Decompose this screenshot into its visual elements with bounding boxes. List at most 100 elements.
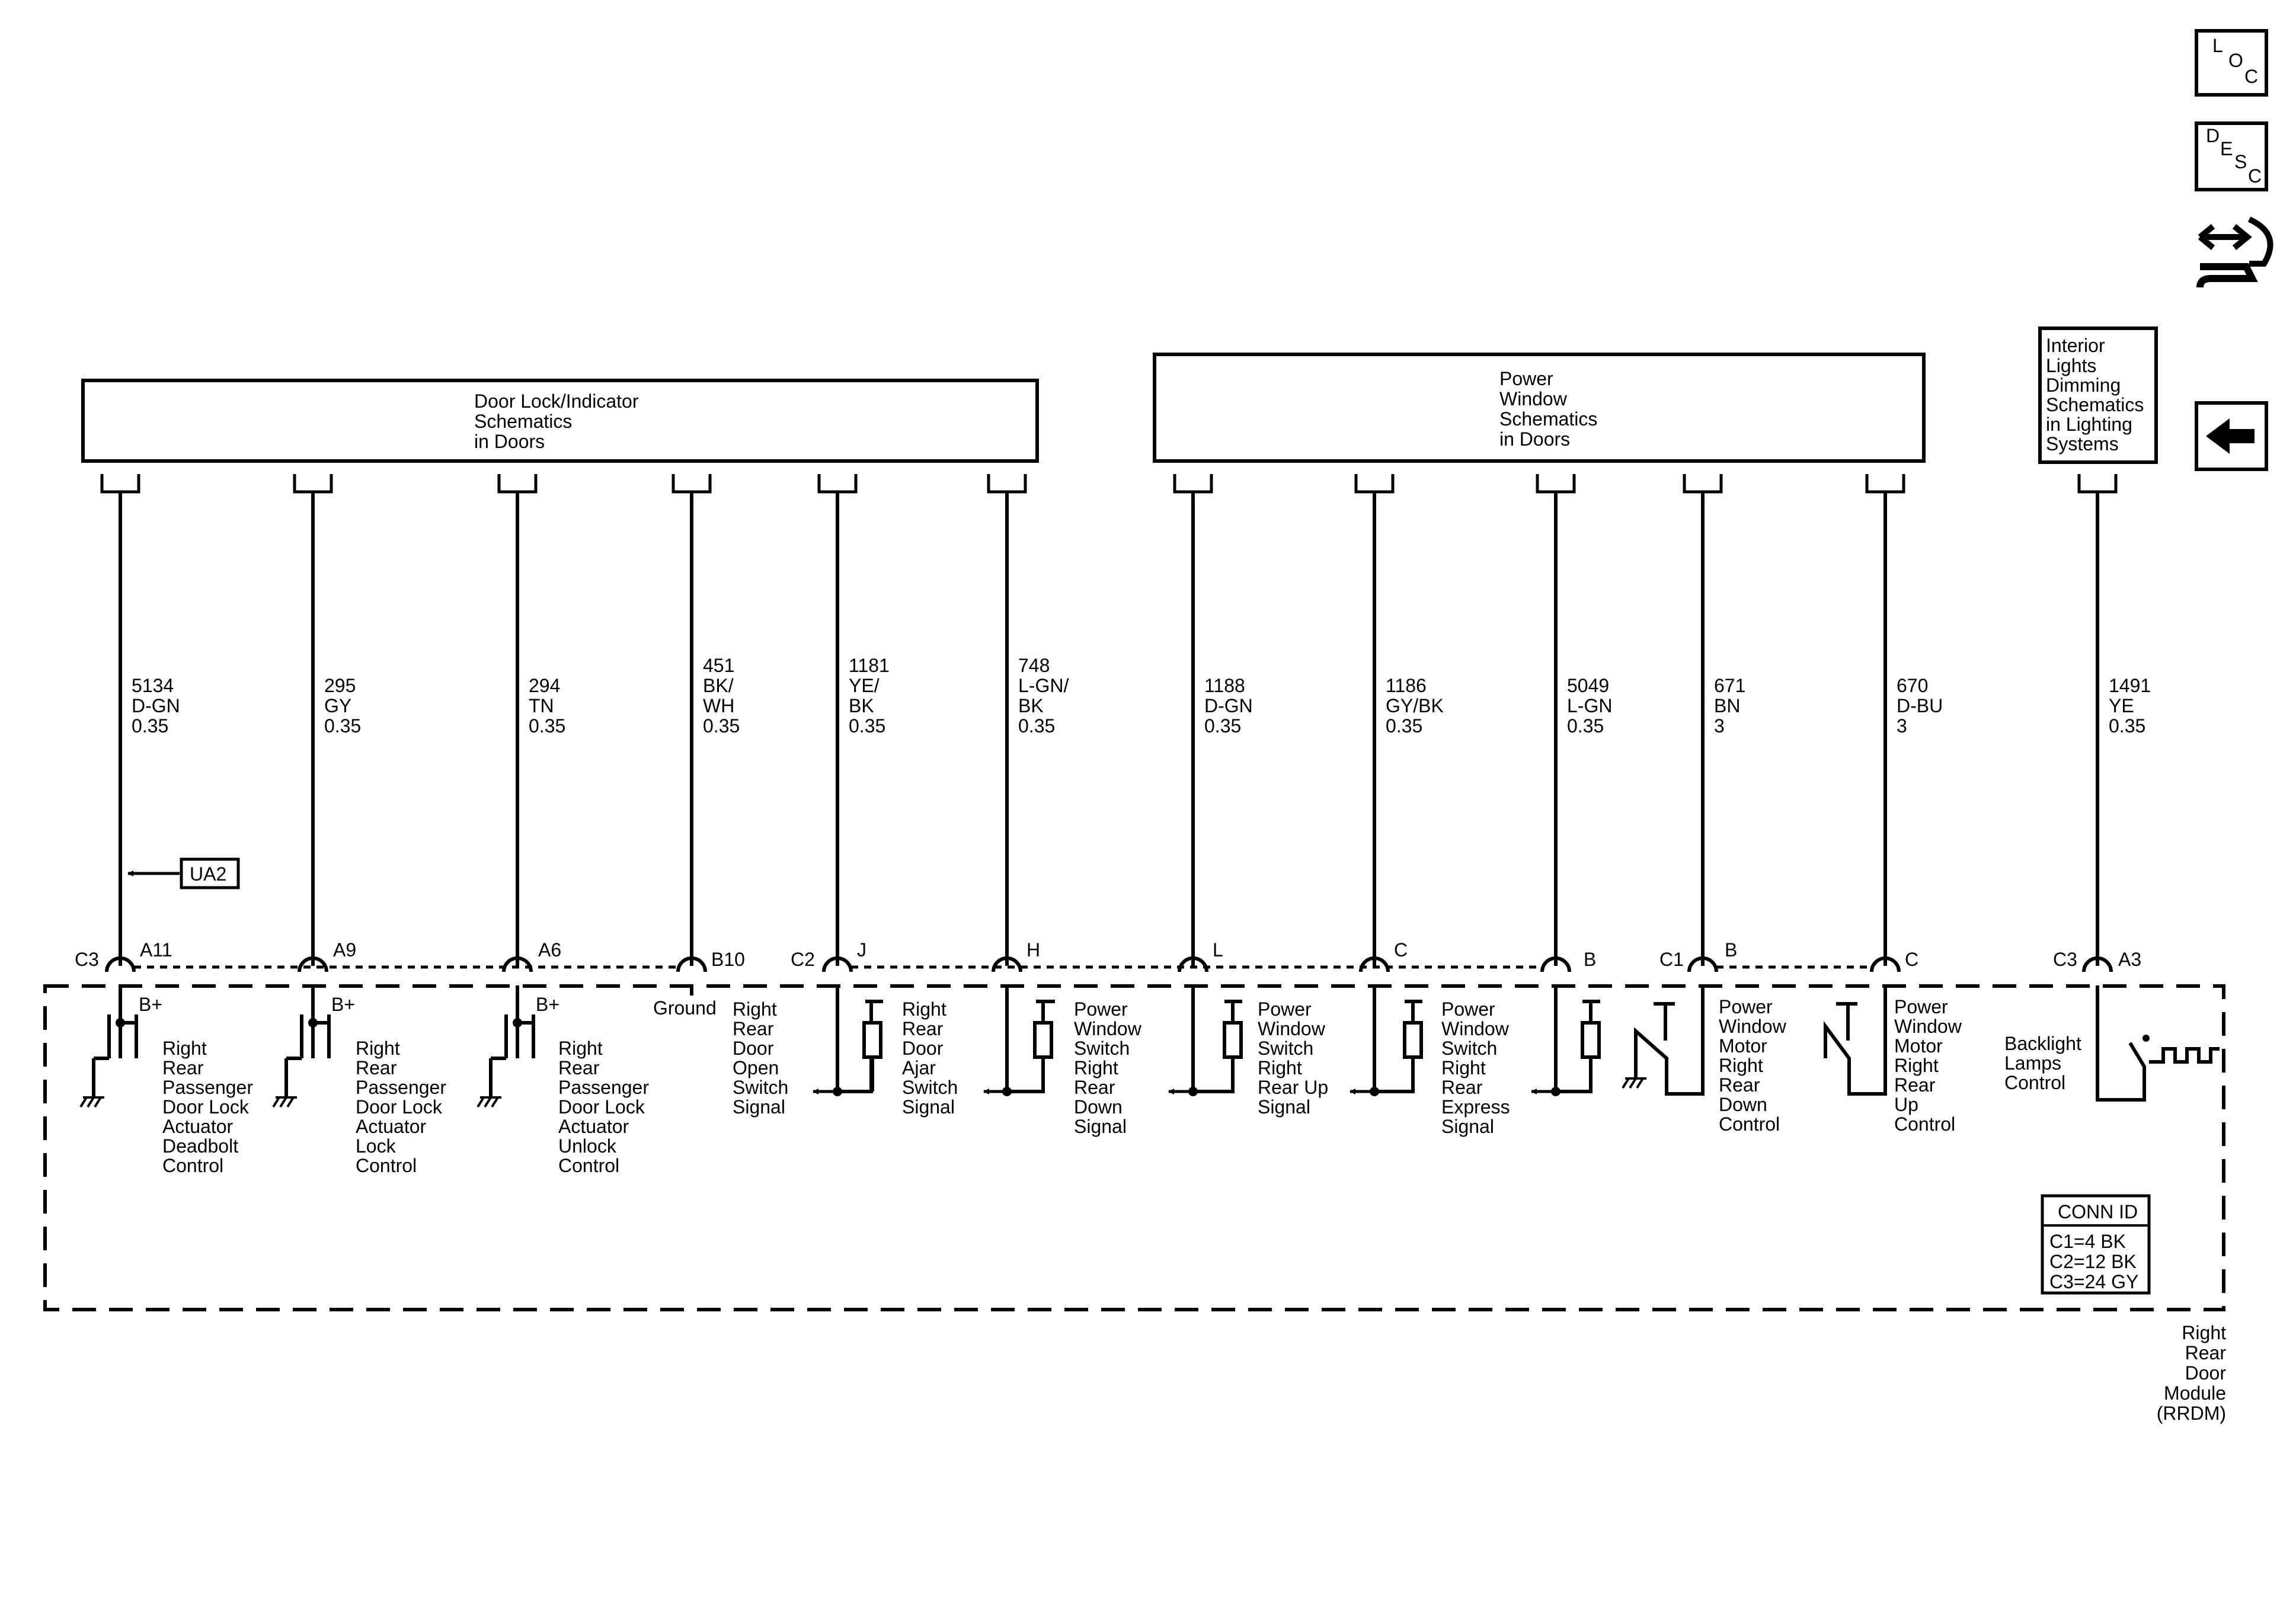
func9-line3: Switch	[1441, 1038, 1497, 1059]
func12-line3: Control	[2004, 1072, 2065, 1093]
wire-9-gauge: 0.35	[1567, 715, 1604, 737]
pin-conn-c3-left: C3	[75, 949, 99, 970]
wires	[119, 492, 2099, 966]
func9-line5: Rear	[1441, 1077, 1483, 1098]
conn-id-row-1: C1=4 BK	[2049, 1231, 2126, 1252]
module-name-line1: Right	[2182, 1322, 2226, 1343]
wire-9-color: L-GN	[1567, 695, 1612, 716]
func9-line7: Signal	[1441, 1116, 1494, 1137]
func2-line6: Lock	[356, 1135, 396, 1157]
connector-end-view-icon[interactable]	[2196, 216, 2273, 288]
wire-5-color: YE/	[849, 675, 880, 696]
desc-button[interactable]: D E S C	[2195, 121, 2268, 191]
pin-c: C	[1394, 939, 1408, 961]
func1-line7: Control	[162, 1155, 223, 1176]
wire-12-color: YE	[2109, 695, 2134, 716]
bplus-label-3: B+	[536, 994, 559, 1015]
desc-letter-c: C	[2248, 165, 2262, 187]
pin-a11: A11	[140, 939, 172, 961]
func12-line2: Lamps	[2004, 1052, 2061, 1074]
interior-lights-schematics-box[interactable]: Interior Lights Dimming Schematics in Li…	[2038, 327, 2158, 464]
func6-line4: Ajar	[902, 1057, 936, 1078]
func3-line4: Door Lock	[558, 1096, 645, 1118]
door-lock-schematics-box[interactable]: Door Lock/Indicator Schematics in Doors	[81, 379, 1039, 463]
wire-4-circuit: 451	[703, 655, 734, 676]
wire-3-circuit: 294	[529, 675, 560, 696]
func8-line3: Switch	[1258, 1038, 1313, 1059]
ua2-reference[interactable]: UA2	[127, 857, 240, 889]
module-name-line3: Door	[2185, 1362, 2227, 1384]
desc-letter-e: E	[2220, 138, 2233, 159]
function-labels: Right Rear Passenger Door Lock Actuator …	[162, 996, 2081, 1176]
func9-line4: Right	[1441, 1057, 1486, 1078]
wire-10-circuit: 671	[1714, 675, 1745, 696]
module-name: Right Rear Door Module (RRDM)	[2157, 1322, 2227, 1424]
func1-line1: Right	[162, 1038, 207, 1059]
wire-10-color: BN	[1714, 695, 1740, 716]
func9-line1: Power	[1441, 998, 1495, 1020]
bplus-label-1: B+	[139, 994, 162, 1015]
back-button[interactable]	[2195, 401, 2268, 471]
func11-line6: Up	[1894, 1094, 1918, 1115]
func7-line5: Rear	[1074, 1077, 1115, 1098]
func12-line1: Backlight	[2004, 1033, 2081, 1054]
func1-line6: Deadbolt	[162, 1135, 238, 1157]
interior-lights-box-line4: Schematics	[2046, 394, 2144, 415]
wire-11-circuit: 670	[1897, 675, 1928, 696]
power-window-schematics-box[interactable]: Power Window Schematics in Doors	[1153, 353, 1926, 463]
wire-3-color: TN	[529, 695, 554, 716]
func1-line3: Passenger	[162, 1077, 253, 1098]
wire-2-color: GY	[324, 695, 351, 716]
wire-2-circuit: 295	[324, 675, 356, 696]
wire-12-circuit: 1491	[2109, 675, 2151, 696]
func11-line1: Power	[1894, 996, 1948, 1017]
func11-line4: Right	[1894, 1055, 1939, 1076]
wire-6-color2: BK	[1018, 695, 1044, 716]
pin-b10: B10	[711, 949, 745, 970]
func1-line4: Door Lock	[162, 1096, 250, 1118]
door-lock-box-line1: Door Lock/Indicator	[474, 391, 639, 412]
func8-line1: Power	[1258, 998, 1312, 1020]
func2-line3: Passenger	[356, 1077, 446, 1098]
func3-line5: Actuator	[558, 1116, 629, 1137]
func7-line1: Power	[1074, 998, 1128, 1020]
pin-conn-c2: C2	[791, 949, 815, 970]
func8-line2: Window	[1258, 1018, 1326, 1039]
func2-line7: Control	[356, 1155, 417, 1176]
pin-l: L	[1213, 939, 1223, 961]
interior-lights-box-line1: Interior	[2046, 335, 2105, 356]
bplus-label-2: B+	[331, 994, 355, 1015]
func3-line1: Right	[558, 1038, 603, 1059]
func3-line2: Rear	[558, 1057, 600, 1078]
func6-line6: Signal	[902, 1096, 955, 1118]
wire-7-color: D-GN	[1204, 695, 1253, 716]
wire-4-gauge: 0.35	[703, 715, 740, 737]
power-window-box-line4: in Doors	[1499, 428, 1570, 450]
wire-7-circuit: 1188	[1204, 675, 1245, 696]
func5-line1: Right	[733, 998, 777, 1020]
func10-line6: Down	[1719, 1094, 1767, 1115]
conn-id-row-3: C3=24 GY	[2049, 1271, 2138, 1292]
func5-line6: Signal	[733, 1096, 785, 1118]
func6-line2: Rear	[902, 1018, 944, 1039]
func5-line5: Switch	[733, 1077, 788, 1098]
wire-8-color: GY/BK	[1386, 695, 1444, 716]
wire-10-gauge: 3	[1714, 715, 1725, 737]
door-lock-box-line2: Schematics	[474, 411, 572, 432]
ground-symbols	[79, 1077, 1646, 1108]
pin-b: B	[1584, 949, 1596, 970]
pin-conn-c3-right: C3	[2053, 949, 2077, 970]
loc-button[interactable]: L O C	[2195, 29, 2268, 97]
wire-6-color: L-GN/	[1018, 675, 1069, 696]
wire-1-circuit: 5134	[132, 675, 174, 696]
func11-line7: Control	[1894, 1113, 1955, 1135]
func5-line2: Rear	[733, 1018, 774, 1039]
func3-line6: Unlock	[558, 1135, 617, 1157]
wire-6-gauge: 0.35	[1018, 715, 1055, 737]
conn-id-table: CONN ID C1=4 BK C2=12 BK C3=24 GY	[2041, 1194, 2151, 1295]
connector-pins	[105, 956, 2113, 972]
wire-6-circuit: 748	[1018, 655, 1050, 676]
ua2-label: UA2	[190, 863, 226, 885]
func11-line3: Motor	[1894, 1035, 1943, 1057]
func8-line4: Right	[1258, 1057, 1302, 1078]
